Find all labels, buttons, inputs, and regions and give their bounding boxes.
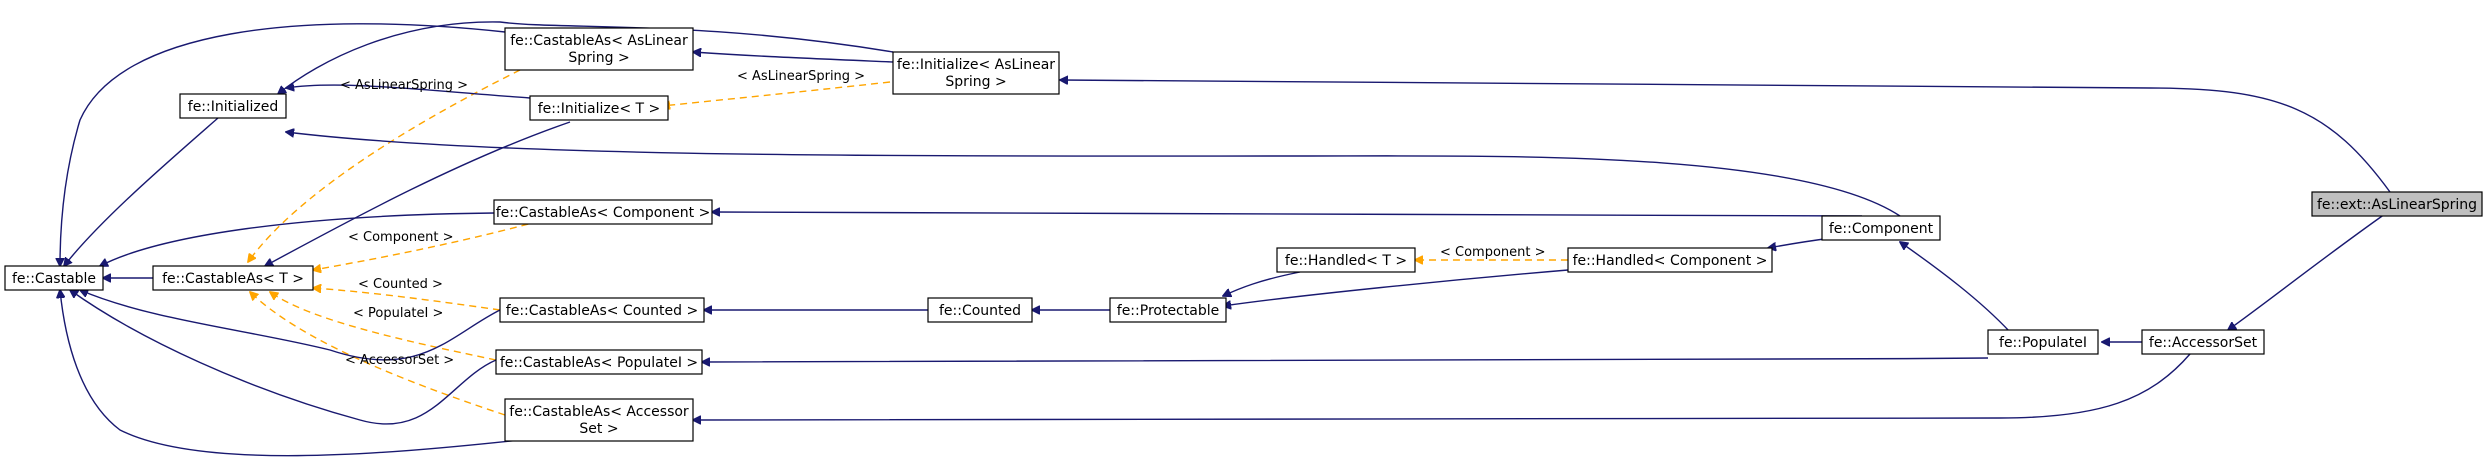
node-aslinearspring[interactable]: fe::ext::AsLinearSpring [2311,191,2483,217]
node-accessor-set-label: fe::AccessorSet [2149,335,2258,351]
edge-castableAsAccessor-to-castable [60,290,521,457]
node-component-label: fe::Component [1829,221,1934,237]
node-populate[interactable]: fe::PopulateI [1987,329,2099,355]
node-counted-label: fe::Counted [939,303,1021,319]
node-castable-as-accessor-line1: fe::CastableAs< Accessor [509,404,689,420]
node-aslinearspring-label: fe::ext::AsLinearSpring [2317,197,2477,213]
node-component[interactable]: fe::Component [1821,215,1941,241]
node-castable-as-t-label: fe::CastableAs< T > [162,271,304,287]
node-initialize-aslinear-line1: fe::Initialize< AsLinear [897,57,1055,73]
edge-castableAsT-to-castableAsPopulate [270,292,497,361]
nodes: fe::Castable fe::CastableAs< T > fe::Ini… [4,27,2483,442]
edge-label-aslinear-2: < AsLinearSpring > [737,69,865,84]
edge-labels: < AsLinearSpring > < AsLinearSpring > < … [340,69,1546,368]
edge-initialized-to-castable [64,117,219,266]
node-castable[interactable]: fe::Castable [4,265,104,291]
node-castable-as-populate[interactable]: fe::CastableAs< PopulateI > [495,349,703,375]
node-counted[interactable]: fe::Counted [927,297,1033,323]
node-initialized-label: fe::Initialized [188,99,278,115]
node-castable-as-aslinear[interactable]: fe::CastableAs< AsLinear Spring > [504,27,694,71]
edge-handledComponent-to-protectable [1223,269,1569,306]
edge-component-to-castableAsComponent [712,212,1863,217]
node-castable-as-component-label: fe::CastableAs< Component > [496,205,711,221]
edge-handledT-to-protectable [1223,271,1301,296]
node-handled-component-label: fe::Handled< Component > [1573,253,1768,269]
node-initialize-aslinear-line2: Spring > [945,74,1006,90]
edge-castableAsLinear-to-castable [60,23,506,266]
node-castable-as-counted-label: fe::CastableAs< Counted > [506,303,698,319]
node-handled-t-label: fe::Handled< T > [1285,253,1407,269]
node-handled-component[interactable]: fe::Handled< Component > [1567,247,1773,273]
node-castable-as-t[interactable]: fe::CastableAs< T > [152,265,314,291]
node-castable-label: fe::Castable [12,271,96,287]
edge-castableAsComponent-to-castable [100,212,495,266]
edge-castableAsCounted-to-castable [80,290,501,361]
node-protectable[interactable]: fe::Protectable [1109,297,1227,323]
edge-initializeT-to-initialized [286,85,531,99]
edge-label-component-2: < Component > [1440,245,1546,260]
node-handled-t[interactable]: fe::Handled< T > [1276,247,1416,273]
edge-label-counted: < Counted > [358,277,443,292]
node-accessor-set[interactable]: fe::AccessorSet [2141,329,2265,355]
node-castable-as-component[interactable]: fe::CastableAs< Component > [493,199,713,225]
edge-castableAsT-to-castableAsComponent [313,220,541,270]
node-castable-as-aslinear-line1: fe::CastableAs< AsLinear [510,33,688,49]
edge-castableAsT-to-castableAsCounted [313,288,501,311]
edge-asLinearSpring-to-initializeLinear [1060,80,2391,193]
edge-castableAsPopulate-to-castable [70,290,497,425]
edge-component-to-initialized [286,132,1901,217]
node-initialized[interactable]: fe::Initialized [179,93,287,119]
node-initialize-aslinear[interactable]: fe::Initialize< AsLinear Spring > [892,51,1060,95]
edge-initializeT-to-initializeLinear [662,81,891,106]
node-castable-as-accessor[interactable]: fe::CastableAs< Accessor Set > [504,398,694,442]
edge-initializeT-to-castableAsT [265,121,571,266]
edge-populate-to-component [1900,242,2011,333]
node-castable-as-accessor-line2: Set > [579,421,618,437]
edge-populate-to-castableAsPopulate [702,357,1989,362]
node-castable-as-counted[interactable]: fe::CastableAs< Counted > [499,297,705,323]
edge-label-aslinear-1: < AsLinearSpring > [340,78,468,93]
node-initialize-t[interactable]: fe::Initialize< T > [529,95,669,121]
node-castable-as-aslinear-line2: Spring > [568,50,629,66]
node-initialize-t-label: fe::Initialize< T > [538,101,660,117]
node-protectable-label: fe::Protectable [1117,303,1219,319]
node-castable-as-populate-label: fe::CastableAs< PopulateI > [500,355,698,371]
edge-accessorSet-to-castableAsAccessor [693,353,2191,420]
edge-label-accessor: < AccessorSet > [345,353,454,368]
node-populate-label: fe::PopulateI [1999,335,2087,351]
edge-asLinearSpring-to-accessorSet [2228,213,2386,330]
edge-label-component-1: < Component > [348,230,454,245]
edge-label-populate: < PopulateI > [353,306,443,321]
edge-initializeLinear-to-castableAsLinear [693,52,894,63]
edge-castableAsT-to-castableAsAccessor [250,292,506,416]
edge-initializeLinear-to-initialized [278,21,894,94]
